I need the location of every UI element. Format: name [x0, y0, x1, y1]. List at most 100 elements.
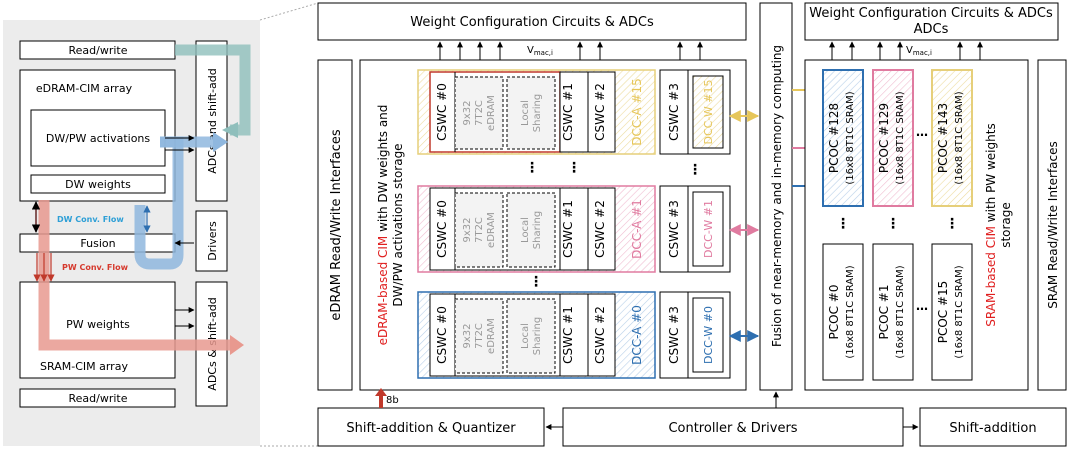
- dcc1-cswc1: CSWC #1: [561, 200, 575, 258]
- cswc3-column: [659, 69, 731, 379]
- dcc-a-0-group: [417, 291, 656, 379]
- dcc-w-1-label: DCC-W #1: [702, 200, 715, 258]
- dcc0-cswc2: CSWC #2: [593, 306, 607, 364]
- zoom-line-top: [259, 2, 319, 21]
- sram-rw-interfaces-box: [1037, 59, 1067, 391]
- weight-config-right-label-2: ADCs: [914, 22, 949, 37]
- pcoc129-sram: (16x8 8T1C SRAM): [895, 91, 906, 184]
- sram-rw-interfaces-label: SRAM Read/Write Interfaces: [1046, 141, 1060, 309]
- edram-array-label: eDRAM-CIM array: [36, 82, 133, 95]
- pcoc143-sram: (16x8 8T1C SRAM): [954, 91, 965, 184]
- dcc1-cswc0: CSWC #0: [435, 200, 449, 258]
- dw-pw-activations-box: [30, 109, 166, 167]
- dw-flow-path: [134, 136, 184, 270]
- dcc15-cell-edram: eDRAM: [486, 95, 497, 131]
- dots-pcoc-top: …: [916, 125, 928, 139]
- shift-add-right-box: [919, 407, 1067, 447]
- dcc0-cell-9x32: 9x32: [462, 323, 473, 348]
- fusion-vertical-box: [759, 2, 793, 391]
- dcc-a-15-group: [417, 69, 656, 155]
- fusion-label: Fusion: [80, 237, 115, 250]
- pcoc-top-row: [822, 69, 973, 207]
- drivers-box: [195, 210, 228, 272]
- shift-add-right-label: Shift-addition: [949, 421, 1036, 436]
- weight-config-right-label: Weight Configuration Circuits & ADCs: [809, 6, 1053, 21]
- dots-pcoc-bottom: …: [916, 299, 928, 313]
- dcc1-cell-9x32: 9x32: [462, 217, 473, 242]
- sram-cim-title-2: storage: [999, 202, 1013, 248]
- pw-weights-label: PW weights: [66, 318, 130, 331]
- teal-flow-head: [222, 122, 238, 138]
- dcc1-local: Local: [520, 217, 531, 243]
- pcoc128-sram: (16x8 8T1C SRAM): [845, 91, 856, 184]
- col-cswc3-top: CSWC #3: [667, 83, 681, 141]
- dcc-a-0-label: DCC-A #0: [630, 305, 644, 365]
- adcs-shift-add-top-label: ADCs and shift-add: [206, 68, 219, 174]
- dw-weights-box: [30, 174, 166, 194]
- edram-rw-interfaces-label: eDRAM Read/Write Interfaces: [329, 129, 344, 320]
- pcoc0-label: PCOC #0: [827, 285, 841, 340]
- col-cswc3-mid: CSWC #3: [667, 200, 681, 258]
- dots-dcc-low: ⋮: [529, 274, 543, 290]
- edram-cim-title: eDRAM-based CIM with DW weights and: [376, 105, 390, 346]
- dcc1-cell-edram: eDRAM: [486, 212, 497, 248]
- dots-pcoc-col1: ⋮: [836, 216, 850, 232]
- dots-pcoc-col2: ⋮: [886, 216, 900, 232]
- drivers-label: Drivers: [206, 221, 219, 261]
- dcc-a-15-label: DCC-A #15: [630, 78, 644, 145]
- dots-dcc-left: ⋮: [525, 160, 539, 176]
- vmac-arrows-right: [829, 41, 983, 60]
- dcc15-cswc2: CSWC #2: [593, 83, 607, 141]
- dcc15-cell-7t2c: 7T2C: [474, 100, 485, 126]
- adcs-shift-add-top-box: [195, 40, 228, 202]
- pcoc143-label: PCOC #143: [936, 103, 950, 173]
- dots-cswc3: ⋮: [688, 162, 702, 178]
- dw-conv-flow-label: DW Conv. Flow: [57, 215, 124, 224]
- pcoc-bottom-row: [822, 243, 973, 381]
- edram-rw-interfaces-box: [317, 59, 353, 391]
- shift-add-quant-box: [317, 407, 545, 447]
- dcc-w-0-label: DCC-W #0: [702, 306, 715, 364]
- bits-8b-head: [375, 388, 387, 396]
- dcc-w-15-label: DCC-W #15: [702, 80, 715, 145]
- dcc-a-1-label: DCC-A #1: [630, 199, 644, 259]
- dcc15-cell-9x32: 9x32: [462, 100, 473, 125]
- controller-label: Controller & Drivers: [668, 421, 797, 436]
- dcc-a-1-group: [417, 185, 656, 273]
- weight-config-left-label: Weight Configuration Circuits & ADCs: [410, 15, 654, 30]
- pcoc129-label: PCOC #129: [877, 103, 891, 173]
- dcc1-cswc2: CSWC #2: [593, 200, 607, 258]
- dots-dcc-mid: ⋮: [567, 160, 581, 176]
- dcc0-cswc0: CSWC #0: [435, 306, 449, 364]
- bits-8b-label: 8b: [386, 395, 399, 406]
- weight-config-right-box: [804, 2, 1059, 41]
- controller-box: [562, 407, 904, 447]
- pcoc15-sram: (16x8 8T1C SRAM): [954, 265, 965, 358]
- pcoc128-label: PCOC #128: [827, 103, 841, 173]
- pw-flow-head: [230, 335, 244, 355]
- weight-config-left-box: [317, 2, 747, 41]
- dw-weights-label: DW weights: [65, 178, 131, 191]
- dcc1-cell-7t2c: 7T2C: [474, 217, 485, 243]
- pcoc1-sram: (16x8 8T1C SRAM): [895, 265, 906, 358]
- dcc15-cswc0: CSWC #0: [435, 83, 449, 141]
- dw-flow-head: [213, 132, 228, 152]
- shift-add-quant-label: Shift-addition & Quantizer: [346, 421, 516, 436]
- dcc15-sharing: Sharing: [532, 94, 543, 132]
- pcoc15-label: PCOC #15: [936, 281, 950, 344]
- dcc0-cswc1: CSWC #1: [561, 306, 575, 364]
- vmac-arrows-left: [437, 41, 703, 72]
- dcc0-local: Local: [520, 323, 531, 349]
- dcc1-sharing: Sharing: [532, 211, 543, 249]
- sram-array-label: SRAM-CIM array: [40, 360, 128, 373]
- fusion-vertical-label: Fusion of near-memory and in-memory comp…: [770, 45, 784, 347]
- vmac-label-left: Vmac,i: [527, 45, 553, 57]
- dcc0-sharing: Sharing: [532, 317, 543, 355]
- sram-cim-title: SRAM-based CIM with PW weights: [984, 123, 998, 326]
- dw-pw-activations-label: DW/PW activations: [46, 132, 151, 145]
- pcoc1-label: PCOC #1: [877, 285, 891, 340]
- dcc0-cell-edram: eDRAM: [486, 318, 497, 354]
- pw-flow-path: [38, 200, 232, 351]
- dcc0-cell-7t2c: 7T2C: [474, 323, 485, 349]
